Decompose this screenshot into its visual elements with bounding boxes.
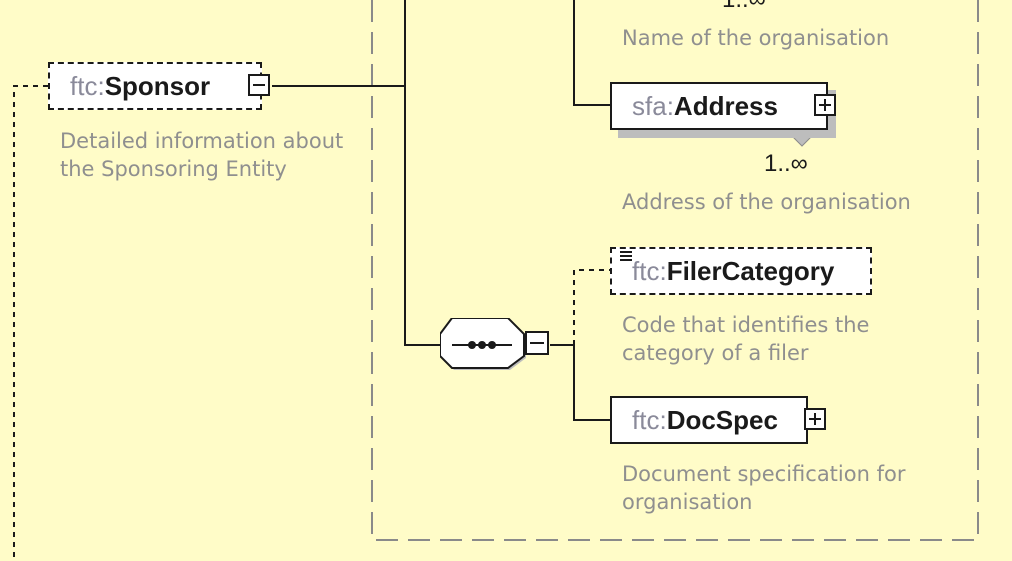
filercategory-prefix: ftc xyxy=(632,256,660,286)
group-border xyxy=(371,0,979,541)
sponsor-element[interactable]: ftc:Sponsor xyxy=(48,62,262,110)
address-cardinality: 1..∞ xyxy=(764,150,808,177)
simple-content-icon xyxy=(620,251,632,261)
docspec-name: DocSpec xyxy=(666,405,778,435)
address-description: Address of the organisation xyxy=(622,190,911,214)
sequence-compositor-icon[interactable] xyxy=(440,318,552,372)
filercategory-sep: : xyxy=(659,256,667,286)
address-connector xyxy=(573,0,610,106)
address-element[interactable]: sfa:Address xyxy=(610,82,828,130)
docspec-sep: : xyxy=(659,405,667,435)
name-description: Name of the organisation xyxy=(622,26,890,50)
name-cardinality: 1..∞ xyxy=(722,0,766,14)
filercategory-description-line-2: category of a filer xyxy=(622,341,809,365)
filercategory-name: FilerCategory xyxy=(666,256,835,286)
docspec-description-line-1: Document specification for xyxy=(622,462,906,486)
filercategory-description-line-1: Code that identifies the xyxy=(622,313,870,337)
address-prefix: sfa xyxy=(632,91,667,121)
sequence-to-docspec-line xyxy=(550,344,610,421)
sponsor-left-connector xyxy=(13,85,48,561)
docspec-element[interactable]: ftc:DocSpec xyxy=(610,396,808,444)
expand-icon[interactable] xyxy=(814,94,836,116)
expand-icon[interactable] xyxy=(804,408,826,430)
docspec-prefix: ftc xyxy=(632,405,660,435)
address-stack-notch xyxy=(791,135,813,147)
address-name: Address xyxy=(673,91,778,121)
sequence-to-filercategory-line xyxy=(573,269,610,345)
sponsor-sep: : xyxy=(97,71,105,101)
collapse-icon[interactable] xyxy=(248,74,270,96)
sponsor-prefix: ftc xyxy=(70,71,98,101)
sponsor-to-group-line xyxy=(272,0,442,346)
filercategory-element[interactable]: ftc:FilerCategory xyxy=(610,247,872,295)
sponsor-name: Sponsor xyxy=(104,71,211,101)
sponsor-description-line-2: the Sponsoring Entity xyxy=(60,157,287,181)
sponsor-description-line-1: Detailed information about xyxy=(60,129,344,153)
docspec-description-line-2: organisation xyxy=(622,490,753,514)
address-sep: : xyxy=(666,91,674,121)
